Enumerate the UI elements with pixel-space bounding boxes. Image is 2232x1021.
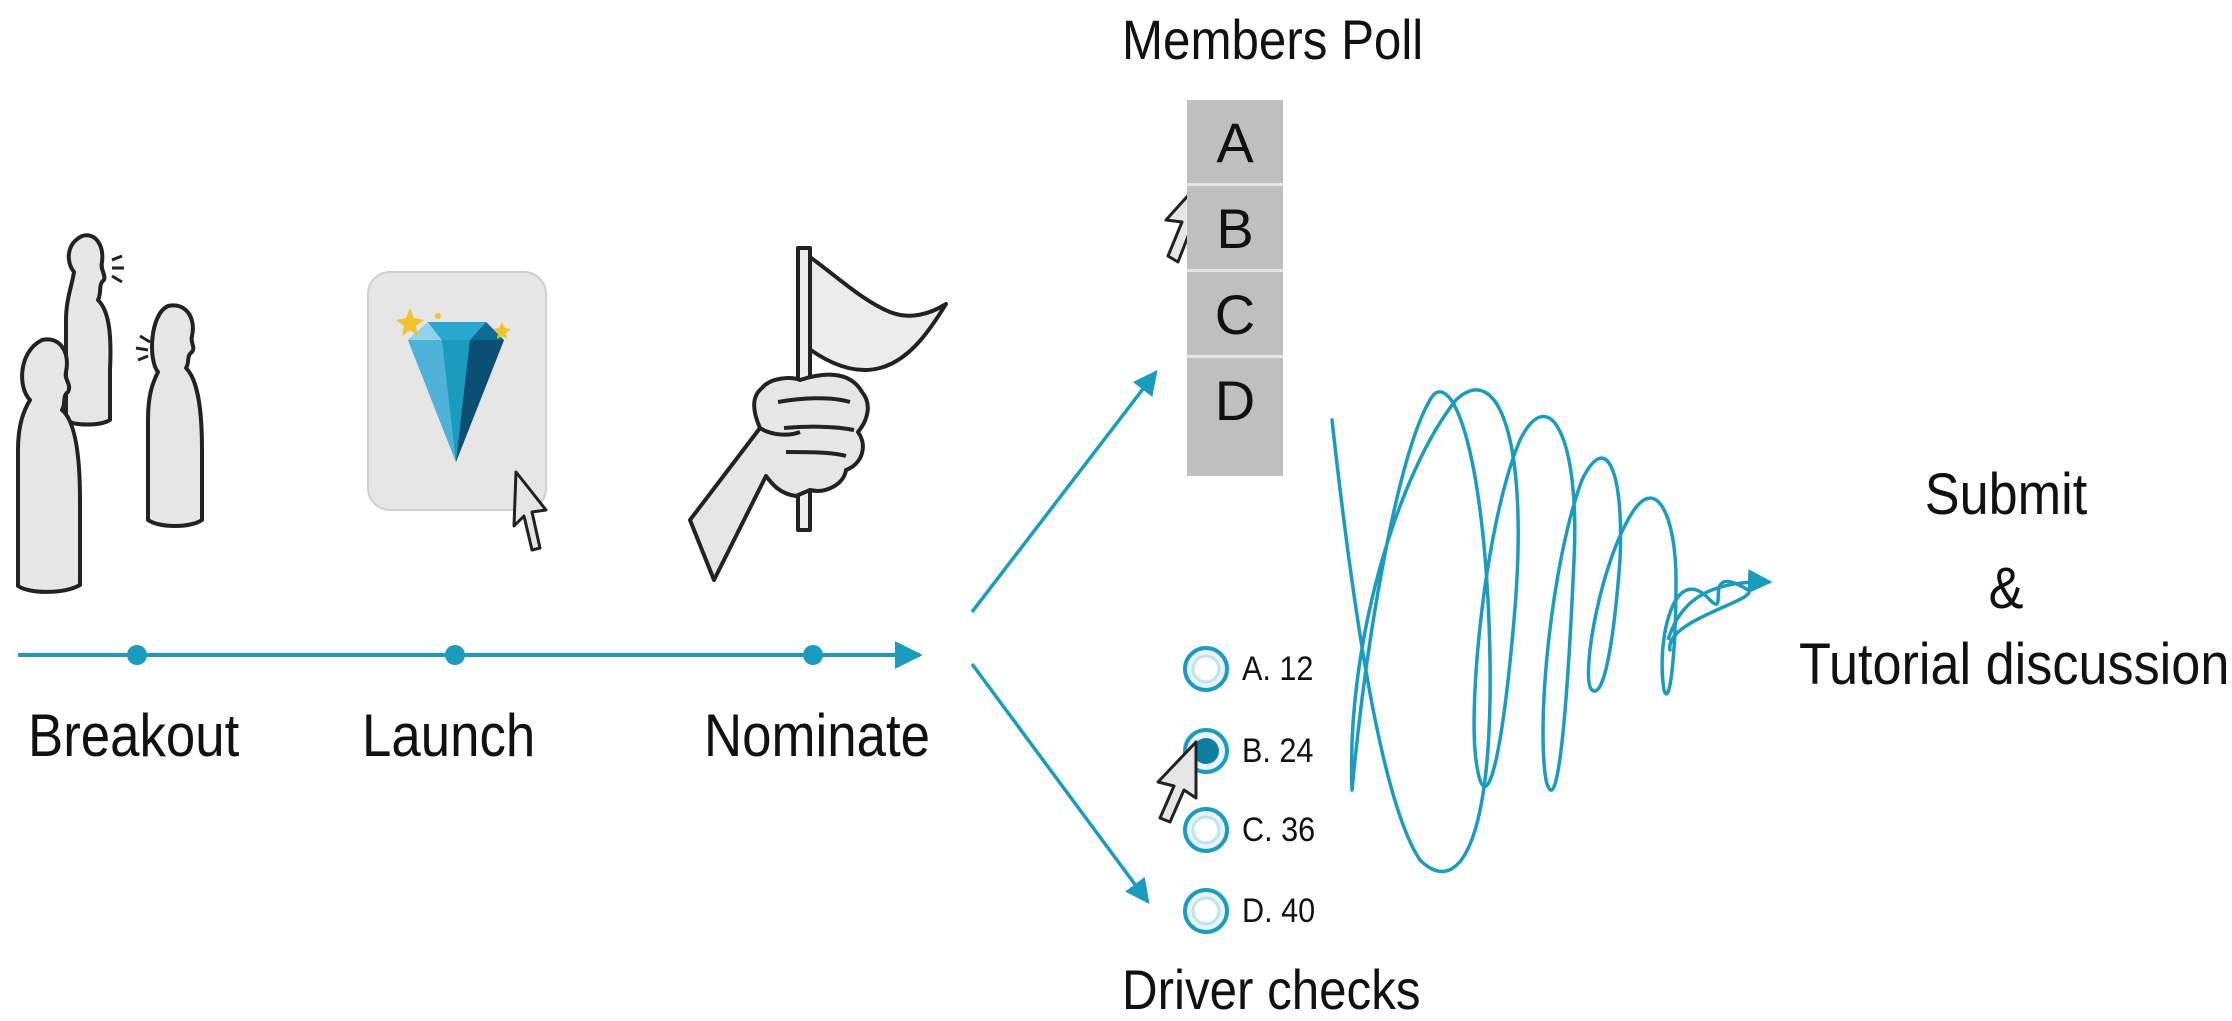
timeline bbox=[18, 641, 923, 669]
driver-option-c-label[interactable]: C. 36 bbox=[1242, 811, 1316, 849]
radio-group bbox=[1183, 646, 1229, 934]
diamond-icon bbox=[408, 322, 504, 462]
driver-checks-title: Driver checks bbox=[1122, 958, 1421, 1021]
radio-option-a bbox=[1183, 646, 1229, 692]
sparkle-icon bbox=[396, 308, 511, 339]
timeline-dot-nominate bbox=[803, 645, 823, 665]
branch-arrows bbox=[970, 370, 1158, 904]
cursor-icon bbox=[512, 470, 548, 552]
driver-option-a-label[interactable]: A. 12 bbox=[1242, 650, 1314, 688]
radio-option-d bbox=[1183, 888, 1229, 934]
discussion-swirl bbox=[1330, 388, 1751, 874]
radio-option-c bbox=[1183, 807, 1229, 853]
driver-option-b-label[interactable]: B. 24 bbox=[1242, 732, 1314, 770]
arrow-to-members-poll bbox=[970, 370, 1158, 614]
outcome-ampersand: & bbox=[1988, 556, 2024, 621]
poll-option-c[interactable]: C bbox=[1187, 272, 1283, 358]
swirl-exit-arrow bbox=[1666, 569, 1773, 641]
members-poll-list: A B C D bbox=[1187, 100, 1283, 476]
poll-option-a[interactable]: A bbox=[1187, 100, 1283, 186]
stage-label-breakout: Breakout bbox=[28, 702, 240, 769]
arrow-to-driver-checks bbox=[970, 662, 1150, 904]
launch-app-icon bbox=[367, 271, 548, 552]
poll-option-d[interactable]: D bbox=[1214, 369, 1256, 432]
timeline-dot-launch bbox=[445, 645, 465, 665]
outcome-submit: Submit bbox=[1924, 462, 2088, 527]
hand-flag-icon bbox=[688, 246, 948, 582]
outcome-tutorial-discussion: Tutorial discussion bbox=[1799, 632, 2230, 697]
timeline-dot-breakout bbox=[127, 645, 147, 665]
breakout-people-icon bbox=[16, 233, 204, 594]
radio-cursor-icon bbox=[1156, 740, 1198, 824]
stage-label-launch: Launch bbox=[362, 702, 536, 769]
members-poll-title: Members Poll bbox=[1122, 8, 1424, 71]
poll-option-b[interactable]: B bbox=[1187, 186, 1283, 272]
driver-option-d-label[interactable]: D. 40 bbox=[1242, 892, 1316, 930]
stage-label-nominate: Nominate bbox=[704, 702, 930, 769]
